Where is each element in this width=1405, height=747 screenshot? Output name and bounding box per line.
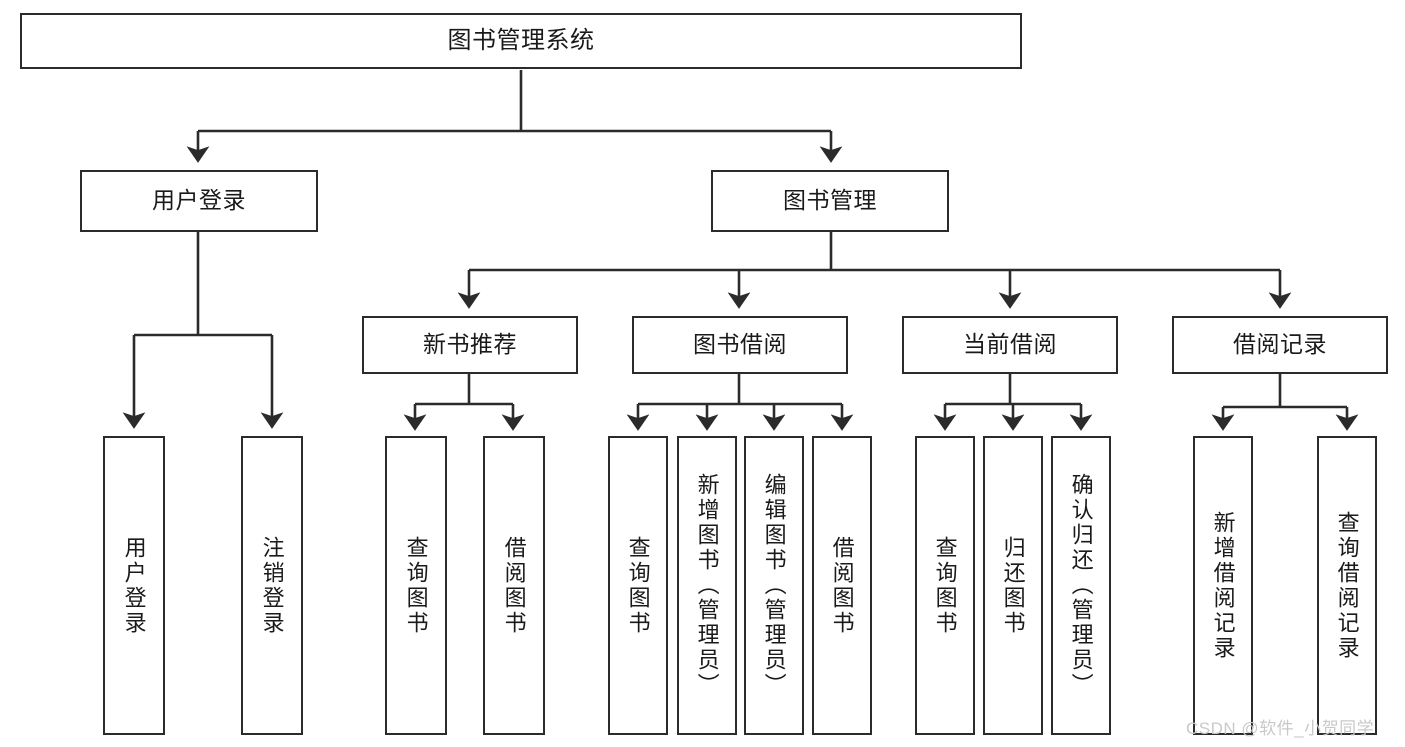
leaf-current-confirm-return-admin[interactable]: 确认归还（管理员） <box>1051 436 1111 735</box>
node-root-system[interactable]: 图书管理系统 <box>20 13 1022 69</box>
leaf-borrow-edit-book-admin[interactable]: 编辑图书（管理员） <box>744 436 804 735</box>
node-label: 注销登录 <box>259 535 285 636</box>
node-label: 用户登录 <box>152 187 246 214</box>
node-user-login[interactable]: 用户登录 <box>80 170 318 232</box>
leaf-borrow-add-book-admin[interactable]: 新增图书（管理员） <box>677 436 737 735</box>
leaf-borrow-query-book[interactable]: 查询图书 <box>608 436 668 735</box>
node-label: 新书推荐 <box>423 331 517 358</box>
leaf-record-query-borrow-record[interactable]: 查询借阅记录 <box>1317 436 1377 735</box>
leaf-current-query-book[interactable]: 查询图书 <box>915 436 975 735</box>
node-label: 当前借阅 <box>963 331 1057 358</box>
leaf-current-return-book[interactable]: 归还图书 <box>983 436 1043 735</box>
node-label: 编辑图书（管理员） <box>761 473 787 698</box>
leaf-record-add-borrow-record[interactable]: 新增借阅记录 <box>1193 436 1253 735</box>
leaf-borrow-borrow-book[interactable]: 借阅图书 <box>812 436 872 735</box>
node-label: 归还图书 <box>1000 535 1026 636</box>
node-label: 新增图书（管理员） <box>694 473 720 698</box>
node-borrow-record[interactable]: 借阅记录 <box>1172 316 1388 374</box>
node-label: 用户登录 <box>121 535 147 636</box>
node-book-borrow[interactable]: 图书借阅 <box>632 316 848 374</box>
csdn-watermark: CSDN @软件_小贺同学 <box>1186 719 1375 738</box>
node-label: 查询图书 <box>403 535 429 636</box>
node-label: 借阅图书 <box>501 535 527 636</box>
leaf-recommend-query-book[interactable]: 查询图书 <box>385 436 447 735</box>
node-label: 查询借阅记录 <box>1334 510 1360 661</box>
node-current-borrow[interactable]: 当前借阅 <box>902 316 1118 374</box>
node-label: 图书借阅 <box>693 331 787 358</box>
leaf-recommend-borrow-book[interactable]: 借阅图书 <box>483 436 545 735</box>
node-label: 借阅图书 <box>829 535 855 636</box>
node-label: 新增借阅记录 <box>1210 510 1236 661</box>
leaf-user-logout[interactable]: 注销登录 <box>241 436 303 735</box>
node-label: 图书管理 <box>783 187 877 214</box>
node-new-book-recommend[interactable]: 新书推荐 <box>362 316 578 374</box>
node-label: 确认归还（管理员） <box>1068 473 1094 698</box>
node-book-management[interactable]: 图书管理 <box>711 170 949 232</box>
node-label: 查询图书 <box>625 535 651 636</box>
node-label: 借阅记录 <box>1233 331 1327 358</box>
node-label: 查询图书 <box>932 535 958 636</box>
node-label: 图书管理系统 <box>447 26 595 54</box>
leaf-user-login[interactable]: 用户登录 <box>103 436 165 735</box>
